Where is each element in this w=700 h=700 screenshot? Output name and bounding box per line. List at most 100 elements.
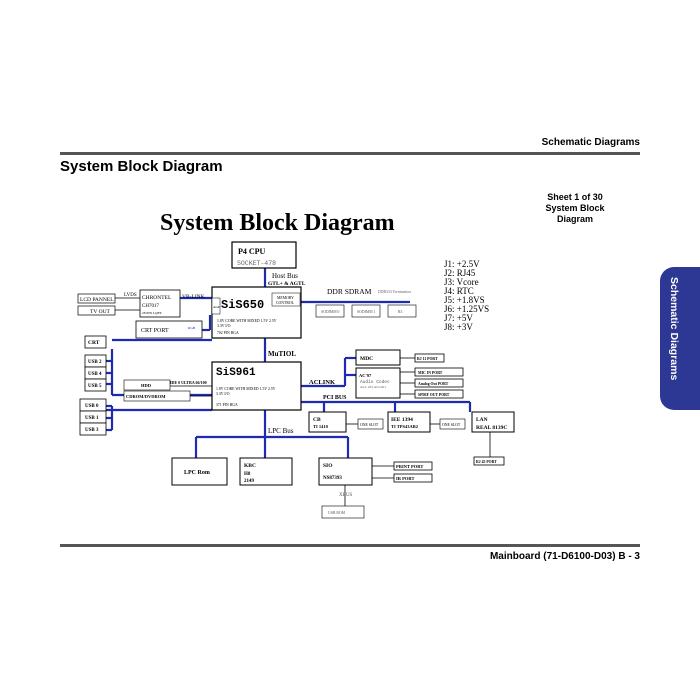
usb-4-label: USB 4: [88, 372, 102, 377]
header-divider: [60, 152, 640, 155]
ac97-label: AC'97: [359, 373, 372, 378]
sis961-label: SiS961: [216, 367, 256, 379]
rj45-label: RJ 45 PORT: [476, 460, 497, 464]
jumper-j6: J6: +1.25VS: [444, 304, 489, 314]
ac97-box: [355, 367, 401, 399]
sis961-pkg: 371 PIN BGA: [216, 403, 238, 407]
lvds-label: LVDS: [124, 293, 137, 298]
mem-ctrl-line1: MEMORY: [277, 296, 294, 300]
cardbus-label: CB: [313, 417, 321, 423]
ide0-label: IDE 0 ULTRA 66/100: [170, 380, 207, 385]
sio-box: [318, 457, 373, 486]
jumper-j2: J2: RJ45: [444, 268, 476, 278]
xbus-label: XBUS: [339, 493, 353, 498]
mic-in-label: MIC IN PORT: [418, 371, 443, 375]
ddr-slot-1: [351, 304, 381, 318]
lpc-rom-label: LPC Rom: [184, 470, 210, 476]
one-slot-1-box: [357, 418, 384, 430]
sis961-voltage: 1.8V CORE WITH MIXED 1.5V 2.5V: [216, 387, 276, 391]
sis650-pkg: 702 PIN BGA: [217, 331, 239, 335]
chrontel-pkg: 28 PIN LQFP: [142, 311, 162, 315]
chrontel-label: CHRONTEL: [142, 295, 172, 301]
footer-divider: [60, 544, 640, 547]
lpc-bus-label: LPC Bus: [268, 427, 294, 435]
rj45-box: [473, 456, 505, 466]
usb-0-label: USB 0: [85, 404, 99, 409]
ddr-term: [387, 304, 417, 318]
cpu-box: [231, 241, 297, 269]
jumper-j7: J7: +5V: [444, 313, 473, 323]
agp-block: [211, 297, 221, 315]
kbc-part: H8: [244, 472, 251, 477]
lpc-rom-box: [171, 457, 228, 486]
usb-5-label: USB 5: [88, 384, 102, 389]
print-port-box: [393, 461, 433, 471]
sis650-io: 3.3V I/O: [217, 324, 231, 328]
side-tab-label: Schematic Diagrams: [668, 277, 680, 381]
jumper-j8: J8: +3V: [444, 322, 473, 332]
rom-label: USB ROM: [328, 511, 346, 515]
ac97-line3: ALC 201 ALC201: [360, 385, 386, 389]
spdif-box: [414, 389, 464, 399]
lan-box: [471, 411, 515, 433]
jumper-list: J1: +2.5V J2: RJ45 J3: Vcore J4: RTC J5:…: [444, 259, 489, 332]
aclink-label: ACLINK: [309, 379, 335, 386]
side-tab[interactable]: Schematic Diagrams: [660, 267, 700, 410]
tv-out-box: [77, 305, 116, 316]
ir-port-box: [393, 473, 433, 483]
ac97-line2: Audio Codec: [360, 379, 390, 385]
usb-3-label: USB 3: [85, 428, 99, 433]
kbc-box: [239, 457, 293, 486]
memory-control-block: [271, 292, 301, 307]
sio-part: NS87393: [323, 476, 342, 481]
vb-link-label: VB-LINK: [182, 294, 205, 300]
jumper-j3: J3: Vcore: [444, 277, 479, 287]
lan-part: REAL 8139C: [476, 425, 507, 431]
ddr-slot-0-label: SODIMM 0: [321, 310, 340, 314]
sio-label: SIO: [323, 463, 333, 469]
page-footer: Mainboard (71-D6100-D03) B - 3: [489, 551, 640, 562]
one-slot-2-box: [439, 418, 466, 430]
ieee1394-label: IEE 1394: [391, 417, 413, 423]
sheet-info: Sheet 1 of 30 System Block Diagram: [525, 192, 625, 225]
rgb-label: RGB: [188, 326, 196, 330]
ieee1394-box: [387, 411, 431, 433]
pci-bus-label: PCI BUS: [323, 395, 347, 401]
page-title: System Block Diagram: [60, 158, 223, 175]
lcd-panel-box: [77, 293, 116, 304]
gtl-label: GTL+ & AGTL: [268, 281, 306, 287]
cdrom-label: CDROM/DVDROM: [126, 394, 166, 399]
signal-lines: [115, 297, 491, 506]
kbc-label: KBC: [244, 463, 256, 469]
mem-ctrl-line2: CONTROL: [276, 301, 295, 305]
cardbus-box: [308, 411, 347, 433]
cpu-socket: SOCKET-478: [237, 260, 276, 267]
host-bus-label: Host Bus: [272, 272, 298, 280]
sheet-line-1: Sheet 1 of 30: [547, 192, 603, 202]
analog-out-label: Analog Out PORT: [418, 382, 449, 386]
rj11-label: RJ 11 PORT: [417, 357, 438, 361]
mdc-label: MDC: [360, 356, 373, 362]
one-slot-1-label: ONE SLOT: [360, 423, 379, 427]
print-port-label: PRINT PORT: [396, 464, 423, 469]
chrontel-part: CH7017: [142, 304, 159, 309]
jumper-j1: J1: +2.5V: [444, 259, 480, 269]
ddr-label: DDR SDRAM: [327, 287, 372, 296]
rj11-box: [414, 353, 445, 363]
usb-3-box: [79, 422, 107, 436]
cdrom-box: [123, 390, 191, 402]
sis650-label: SiS650: [221, 298, 264, 312]
ddr-slot-1-label: SODIMM 1: [357, 310, 376, 314]
mutiol-label: MuTIOL: [268, 350, 296, 358]
mdc-box: [355, 349, 401, 366]
ddr-note: DDR333 Termination: [378, 290, 411, 294]
cardbus-part: TI 1410: [313, 424, 329, 429]
analog-out-box: [414, 378, 464, 388]
jumper-j5: J5: +1.8VS: [444, 295, 485, 305]
crt-port-label: CRT PORT: [141, 328, 169, 334]
sheet-line-2: System Block: [545, 203, 605, 213]
mic-in-box: [414, 367, 464, 377]
ir-port-label: IR PORT: [396, 476, 414, 481]
ddr-slot-0: [315, 304, 345, 318]
